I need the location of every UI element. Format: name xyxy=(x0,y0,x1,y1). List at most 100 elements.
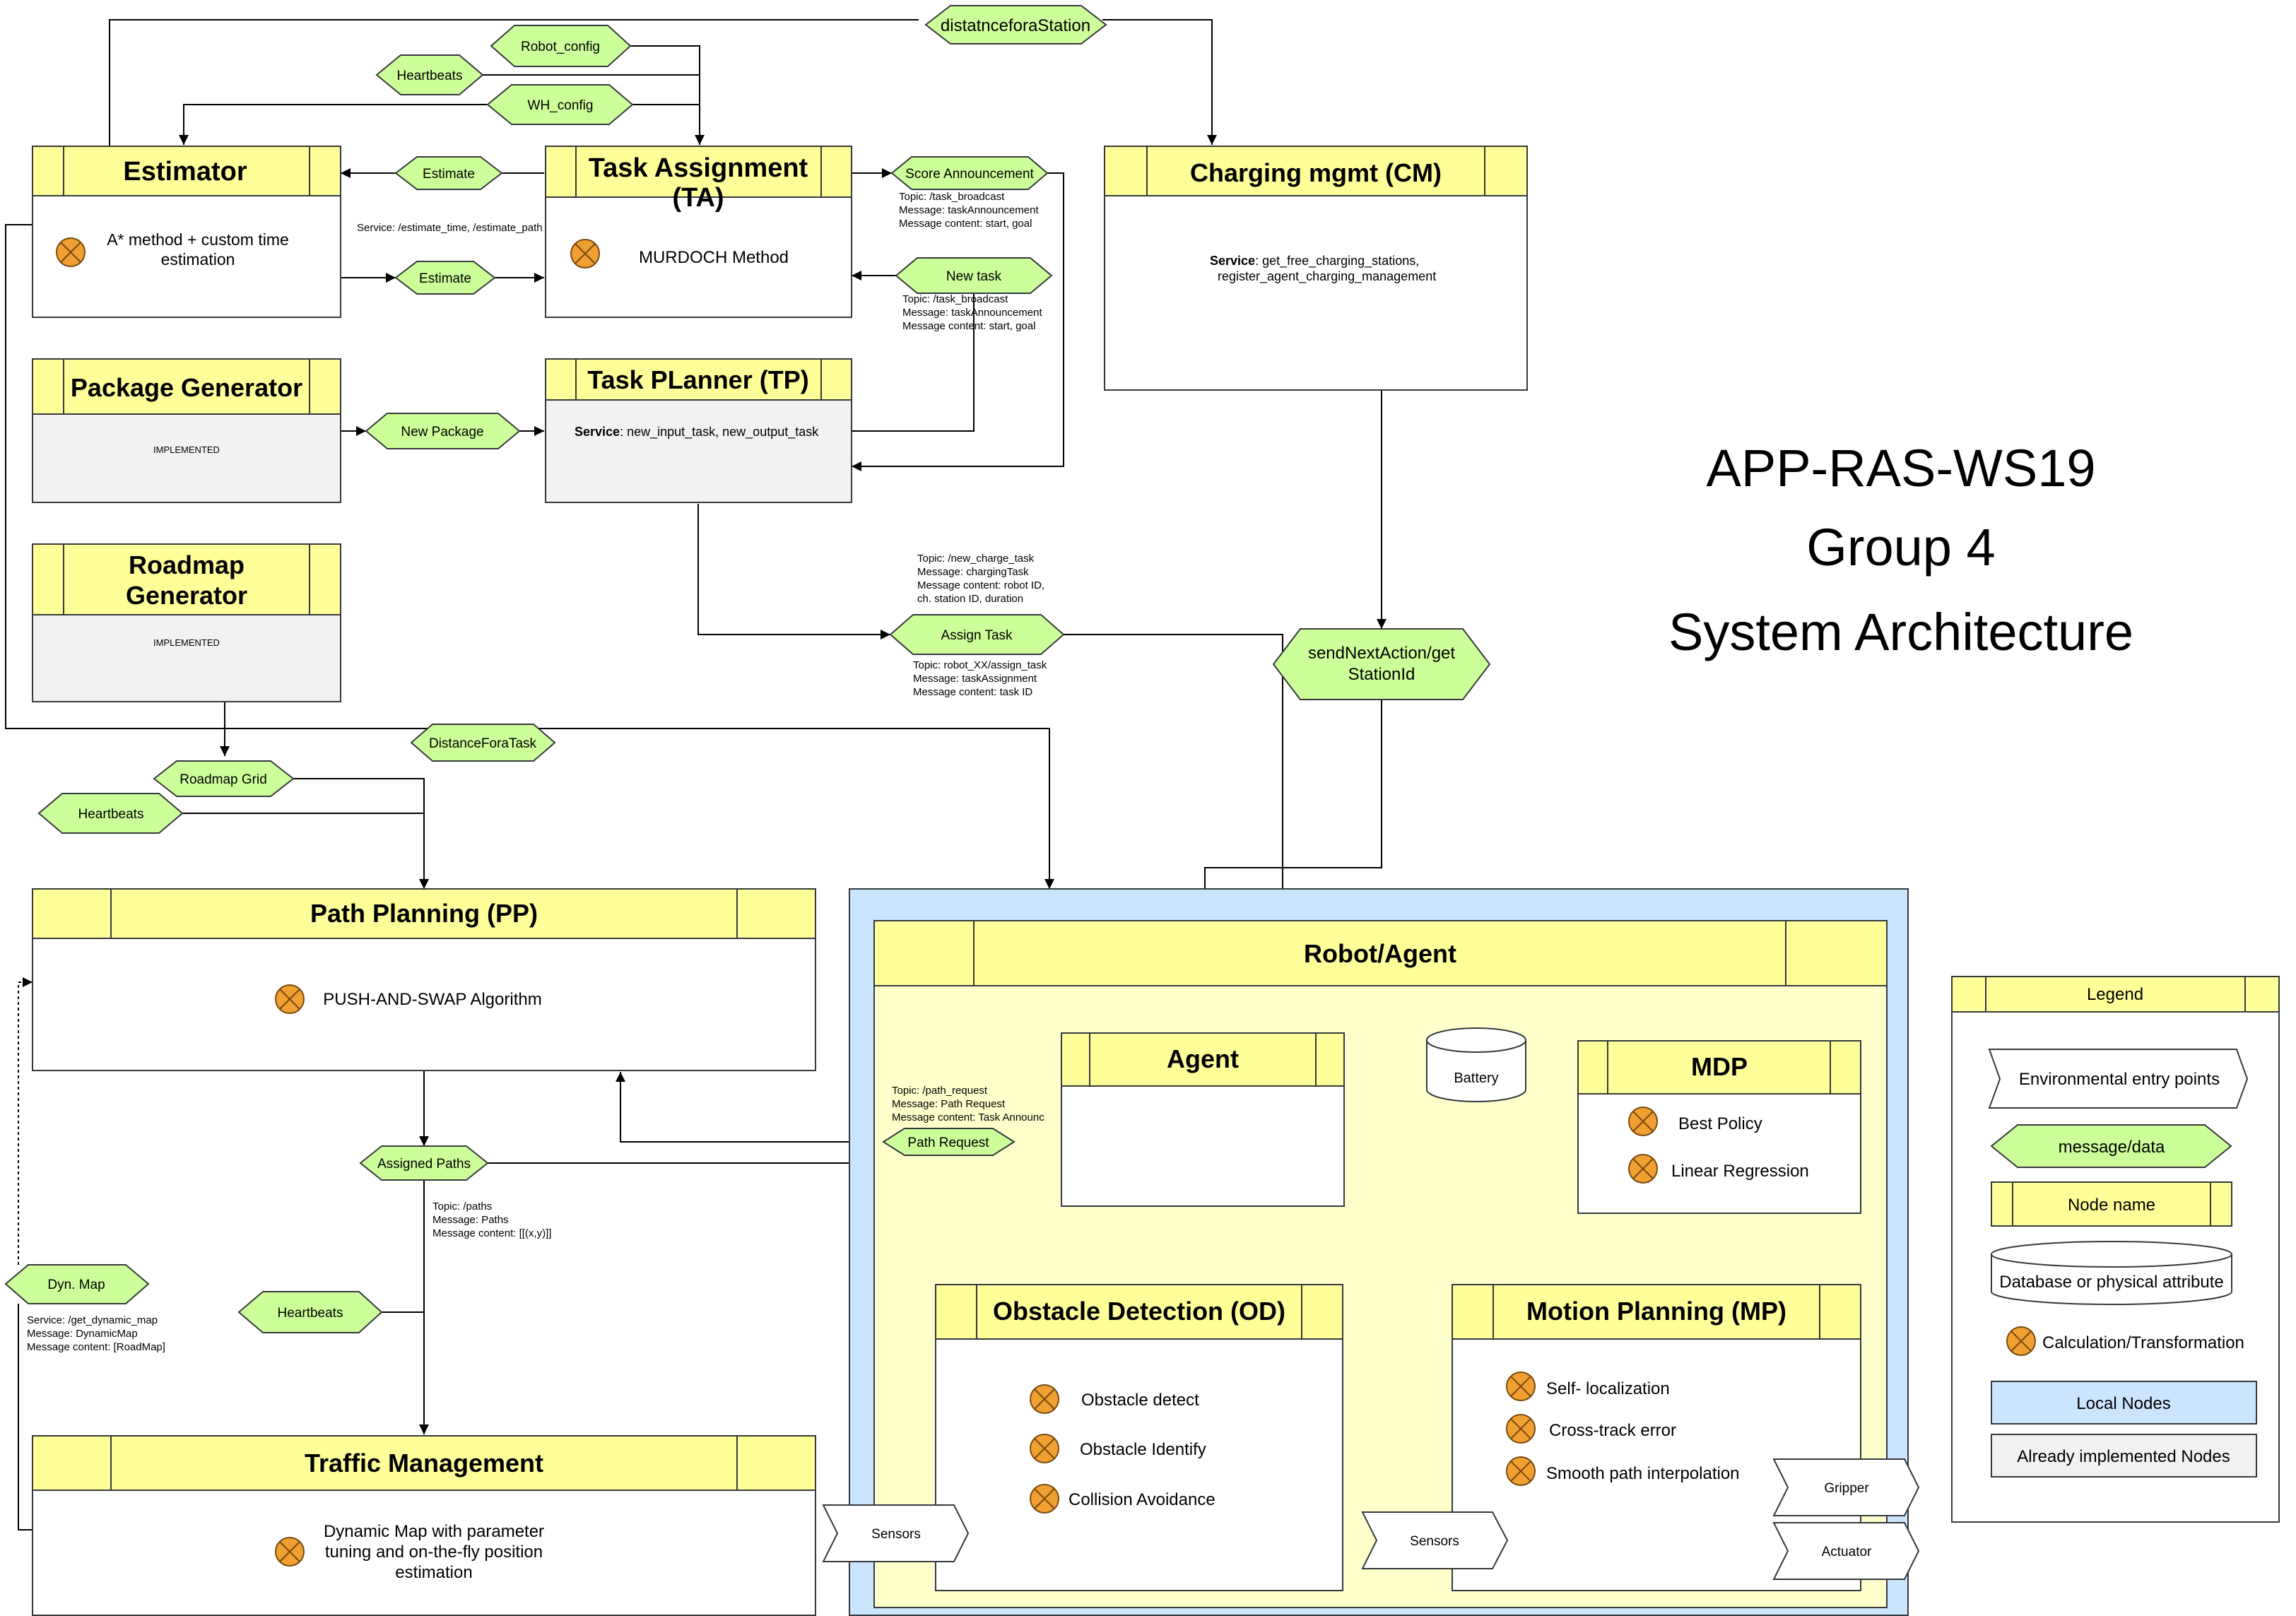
annotation-dynmap-message: Message: DynamicMap xyxy=(27,1328,138,1340)
entry-sensors-right: Sensors xyxy=(1361,1511,1509,1569)
estimator-title: Estimator xyxy=(123,157,247,187)
connectors xyxy=(5,19,1580,1531)
obstacle-item: Collision Avoidance xyxy=(1068,1490,1215,1509)
annotation-charge-topic: Topic: /new_charge_task xyxy=(917,553,1035,565)
node-estimator: Estimator A* method + custom time estima… xyxy=(32,146,341,318)
message-heartbeats-bottom: Heartbeats xyxy=(237,1291,383,1333)
annotation-dynmap-service: Service: /get_dynamic_map xyxy=(27,1314,158,1326)
robot-agent-title: Robot/Agent xyxy=(1304,939,1456,968)
entry-label: Sensors xyxy=(871,1527,921,1542)
task-planner-service: Service: new_input_task, new_output_task xyxy=(575,425,819,440)
message-assigned-paths: Assigned Paths xyxy=(359,1145,489,1181)
message-send-next-action: sendNextAction/get StationId xyxy=(1272,628,1491,700)
obstacle-item: Obstacle detect xyxy=(1081,1391,1199,1410)
calculation-icon xyxy=(56,237,86,267)
calculation-icon xyxy=(275,1537,305,1567)
message-label: Path Request xyxy=(907,1136,989,1150)
entry-label: Gripper xyxy=(1824,1481,1869,1496)
annotation-score-content: Message content: start, goal xyxy=(899,218,1032,230)
annotation-charge-message: Message: chargingTask xyxy=(917,566,1029,578)
annotation-pathreq-topic: Topic: /path_request xyxy=(892,1085,988,1097)
message-label: Assign Task xyxy=(941,628,1013,643)
annotation-pathreq-message: Message: Path Request xyxy=(892,1098,1006,1110)
agent-title: Agent xyxy=(1167,1044,1239,1073)
node-task-planner: Task PLanner (TP) Service: new_input_tas… xyxy=(545,358,852,503)
motion-item: Cross-track error xyxy=(1549,1421,1676,1440)
annotation-score-topic: Topic: /task_broadcast xyxy=(899,191,1005,203)
annotation-assign-topic: Topic: robot_XX/assign_task xyxy=(913,659,1047,671)
node-obstacle-detection: Obstacle Detection (OD) Obstacle detect … xyxy=(935,1284,1343,1591)
message-label: Dyn. Map xyxy=(47,1278,105,1292)
annotation-estimate-service: Service: /estimate_time, /estimate_path xyxy=(357,222,543,234)
entry-label: Actuator xyxy=(1822,1545,1872,1559)
node-roadmap-generator: Roadmap Generator IMPLEMENTED xyxy=(32,543,341,702)
message-label: WH_config xyxy=(528,98,594,113)
message-label: distatnceforaStation xyxy=(941,16,1090,35)
entry-actuator: Actuator xyxy=(1772,1522,1920,1580)
calculation-icon xyxy=(1506,1456,1536,1486)
legend-local: Local Nodes xyxy=(2076,1394,2170,1413)
legend-database: Database or physical attribute xyxy=(1999,1273,2224,1292)
legend-message-shape xyxy=(1990,1124,2232,1168)
legend-implemented: Already implemented Nodes xyxy=(2017,1447,2230,1466)
calculation-icon xyxy=(1030,1384,1059,1414)
message-estimate: Estimate xyxy=(394,156,503,190)
annotation-dynmap-content: Message content: [RoadMap] xyxy=(27,1341,165,1353)
message-path-request: Path Request xyxy=(882,1128,1015,1156)
annotation-charge-content: Message content: robot ID, xyxy=(917,579,1044,591)
traffic-title: Traffic Management xyxy=(305,1449,543,1478)
legend: Legend Environmental entry points messag… xyxy=(1951,976,2280,1523)
message-label-line2: StationId xyxy=(1348,665,1415,684)
node-package-generator: Package Generator IMPLEMENTED xyxy=(32,358,341,503)
message-label: Heartbeats xyxy=(78,807,144,822)
calculation-icon xyxy=(275,984,305,1014)
calculation-icon xyxy=(1030,1434,1059,1463)
message-new-task: New task xyxy=(895,257,1053,294)
annotation-score-message: Message: taskAnnouncement xyxy=(899,204,1039,216)
node-task-assignment: Task Assignment (TA) MURDOCH Method xyxy=(545,146,852,318)
mdp-item: Linear Regression xyxy=(1671,1162,1809,1181)
node-path-planning: Path Planning (PP) PUSH-AND-SWAP Algorit… xyxy=(32,888,816,1071)
message-label: Score Announcement xyxy=(905,167,1034,182)
message-assign-task: Assign Task xyxy=(889,614,1065,655)
motion-item: Self- localization xyxy=(1546,1379,1670,1398)
obstacle-title: Obstacle Detection (OD) xyxy=(993,1297,1285,1326)
message-distance-station: distatnceforaStation xyxy=(924,5,1107,45)
motion-title: Motion Planning (MP) xyxy=(1526,1297,1786,1326)
message-label: DistanceForaTask xyxy=(429,736,537,751)
node-agent: Agent xyxy=(1061,1032,1345,1207)
obstacle-item: Obstacle Identify xyxy=(1080,1440,1206,1459)
entry-gripper: Gripper xyxy=(1772,1458,1920,1516)
node-mdp: MDP Best Policy Linear Regression xyxy=(1577,1040,1861,1214)
title-line2: Group 4 xyxy=(1806,518,1995,577)
entry-points: Sensors Sensors Gripper Actuator xyxy=(822,1458,1920,1580)
message-roadmap-grid: Roadmap Grid xyxy=(153,760,295,797)
task-assignment-method: MURDOCH Method xyxy=(639,248,789,267)
legend-entry-points: Environmental entry points xyxy=(2019,1070,2220,1089)
annotations: Service: /estimate_time, /estimate_path … xyxy=(27,191,1047,1353)
annotation-newtask-topic: Topic: /task_broadcast xyxy=(902,293,1008,305)
package-generator-status: IMPLEMENTED xyxy=(153,444,220,455)
legend-title: Legend xyxy=(2087,985,2143,1004)
traffic-method-line1: Dynamic Map with parameter xyxy=(324,1522,544,1541)
message-label: Heartbeats xyxy=(278,1306,343,1321)
annotation-paths-message: Message: Paths xyxy=(432,1214,509,1226)
message-score-announcement: Score Announcement xyxy=(890,156,1049,190)
legend-calc: Calculation/Transformation xyxy=(2042,1333,2244,1352)
messages: distatnceforaStation Robot_config Heartb… xyxy=(4,5,1491,1333)
path-planning-method: PUSH-AND-SWAP Algorithm xyxy=(323,990,541,1009)
mdp-title: MDP xyxy=(1691,1052,1748,1081)
annotation-pathreq-content: Message content: Task Announc xyxy=(892,1111,1044,1123)
battery-database: Battery xyxy=(1426,1027,1526,1102)
calculation-icon xyxy=(1506,1414,1536,1444)
message-label: Robot_config xyxy=(521,40,600,54)
entry-sensors-left: Sensors xyxy=(822,1504,970,1562)
annotation-newtask-message: Message: taskAnnouncement xyxy=(902,307,1042,319)
message-label: New task xyxy=(946,269,1002,284)
legend-message: message/data xyxy=(2059,1138,2165,1157)
message-label: Heartbeats xyxy=(397,69,463,83)
task-assignment-title-line2: (TA) xyxy=(672,183,724,213)
node-charging-mgmt: Charging mgmt (CM) Service: get_free_cha… xyxy=(1104,146,1528,391)
message-new-package: New Package xyxy=(365,413,521,449)
